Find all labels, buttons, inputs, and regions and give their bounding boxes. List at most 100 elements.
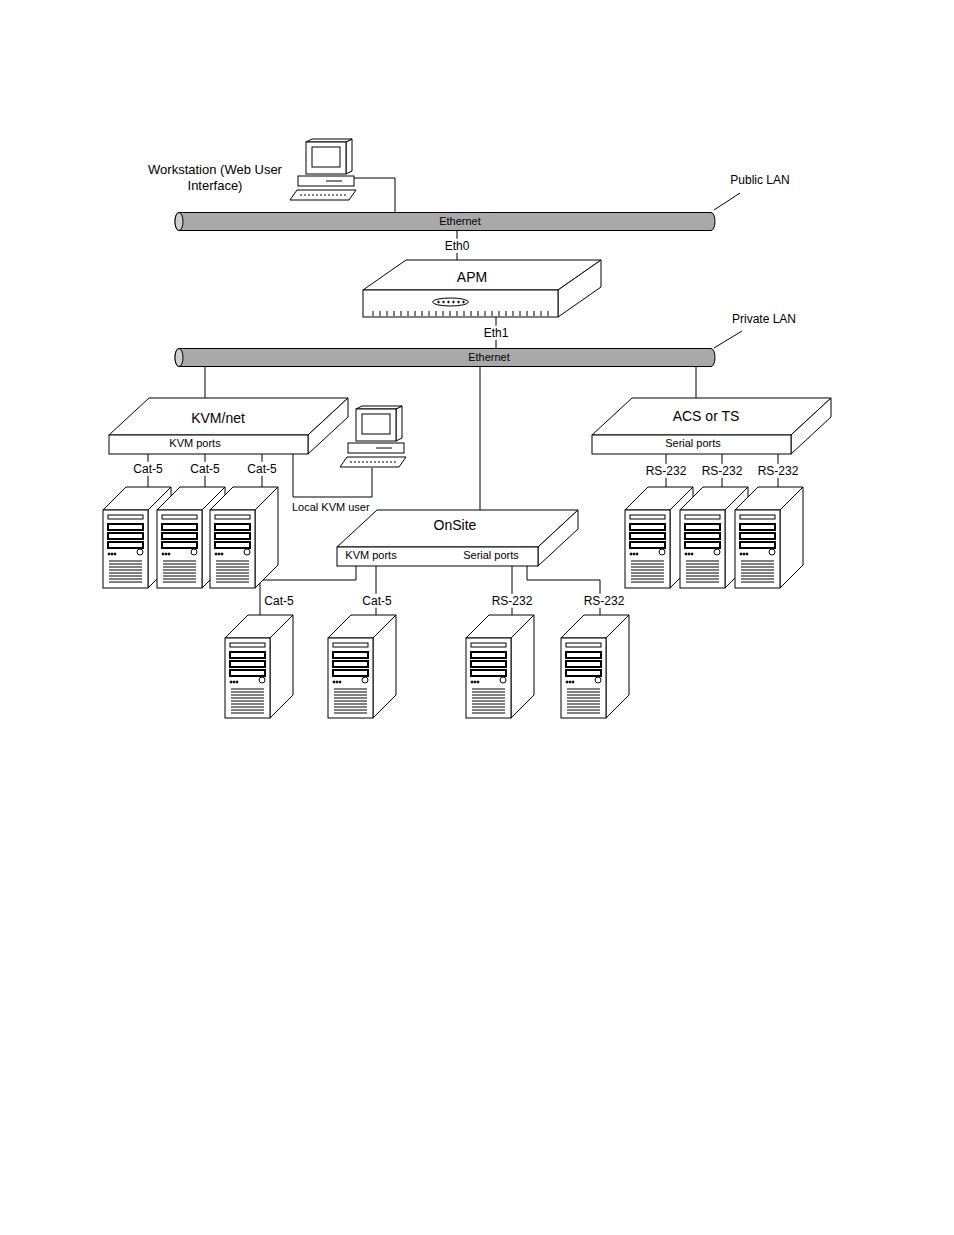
cable-label: RS-232	[756, 464, 801, 478]
vent	[334, 689, 367, 690]
vent	[567, 704, 600, 705]
device-box	[109, 398, 348, 454]
vent	[216, 576, 249, 577]
vent	[471, 311, 472, 316]
vent	[506, 311, 507, 316]
drive-bay	[230, 661, 265, 667]
vent	[567, 707, 600, 708]
vent	[485, 311, 486, 316]
vent	[408, 311, 409, 316]
box-front	[363, 290, 558, 317]
vent	[686, 567, 719, 568]
vent	[631, 570, 664, 571]
led	[572, 681, 574, 683]
port-label: Serial ports	[463, 549, 519, 562]
tower-front	[103, 510, 148, 588]
cable-label: Cat-5	[188, 462, 221, 476]
led	[215, 553, 217, 555]
vent	[109, 576, 142, 577]
ethernet-bus	[175, 213, 715, 231]
vent	[231, 713, 264, 714]
vent	[548, 311, 549, 316]
node-label: OnSite	[434, 517, 477, 534]
led	[230, 681, 232, 683]
box-front	[109, 435, 308, 454]
vent	[216, 582, 249, 583]
interface-label: Eth0	[443, 238, 472, 252]
vent	[109, 564, 142, 565]
power-button	[259, 677, 265, 683]
tower-front	[210, 510, 255, 588]
tower-side	[780, 487, 803, 588]
led	[569, 681, 571, 683]
bus-end	[175, 213, 183, 231]
vent	[567, 695, 600, 696]
drive-bay	[740, 542, 775, 548]
vent	[231, 689, 264, 690]
apm-appliance: APM	[363, 260, 601, 317]
keyboard-keys	[350, 462, 396, 463]
keyboard	[290, 190, 356, 200]
led	[688, 553, 690, 555]
node-label: APM	[457, 269, 487, 286]
node-outline	[363, 260, 601, 317]
drive-bay	[333, 670, 368, 676]
status-led	[448, 301, 450, 303]
drive-bay	[230, 670, 265, 676]
box-side	[791, 398, 831, 454]
status-led	[463, 301, 465, 303]
vent	[631, 567, 664, 568]
led	[236, 681, 238, 683]
drive-slot	[471, 643, 506, 647]
vent	[163, 567, 196, 568]
power-button	[769, 549, 775, 555]
port-label: KVM ports	[169, 437, 220, 450]
disk-slot	[326, 181, 342, 182]
vent	[567, 710, 600, 711]
ethernet-link	[480, 367, 481, 510]
leader-line	[714, 331, 742, 348]
drive-bay	[471, 670, 506, 676]
vent	[334, 707, 367, 708]
power-button	[191, 549, 197, 555]
node-label: Ethernet	[439, 215, 481, 228]
vent	[163, 576, 196, 577]
drive-slot	[566, 643, 601, 647]
status-led	[438, 301, 440, 303]
keyboard	[340, 457, 406, 467]
vent	[216, 561, 249, 562]
drive-bay	[215, 542, 250, 548]
tower-side	[373, 615, 396, 718]
vent	[686, 579, 719, 580]
server-tower	[561, 615, 629, 718]
vent	[109, 582, 142, 583]
vent	[334, 698, 367, 699]
vent	[527, 311, 528, 316]
vent	[513, 311, 514, 316]
vent	[334, 704, 367, 705]
tower-front	[561, 638, 606, 718]
interface-label: Eth1	[482, 325, 511, 339]
drive-slot	[740, 515, 775, 519]
drive-slot	[685, 515, 720, 519]
kvm-switch: KVM/netKVM ports	[109, 398, 348, 454]
box-top	[337, 510, 578, 547]
console-server: ACS or TSSerial ports	[592, 398, 831, 454]
vent	[472, 695, 505, 696]
power-button	[659, 549, 665, 555]
server-tower	[735, 487, 803, 588]
status-panel	[433, 298, 469, 306]
vent	[741, 570, 774, 571]
led	[221, 553, 223, 555]
vent	[741, 579, 774, 580]
vent	[163, 582, 196, 583]
vent	[231, 695, 264, 696]
node-outline	[109, 398, 348, 454]
tower-side	[511, 615, 534, 718]
ethernet-link	[205, 367, 206, 398]
node-label: KVM/net	[191, 410, 245, 427]
led	[743, 553, 745, 555]
led	[477, 681, 479, 683]
